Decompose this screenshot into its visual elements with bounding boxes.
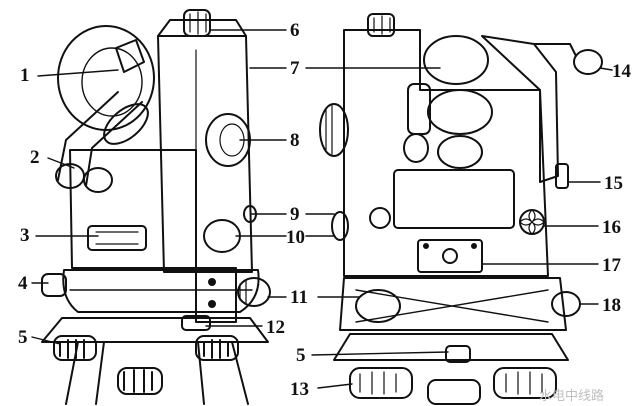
right-foot-screw	[493, 367, 557, 399]
right-base-plate	[333, 333, 569, 361]
telescope-eyepiece	[57, 91, 143, 187]
callout-11: 11	[290, 287, 308, 308]
left-theodolite	[41, 9, 271, 405]
right-clamp-knob	[331, 211, 349, 241]
left-foot-screw-ridges	[59, 339, 229, 393]
right-focus-collar	[407, 83, 431, 135]
right-top-knob	[367, 13, 395, 37]
vertical-circle-housing	[57, 25, 155, 131]
leader-lines	[31, 29, 613, 389]
eyepiece-knob	[83, 167, 113, 193]
callout-18: 18	[602, 295, 621, 316]
left-lower-column	[195, 267, 237, 323]
left-foot-screw	[53, 335, 97, 361]
callout-2: 2	[30, 147, 40, 168]
sighting-ring	[573, 49, 603, 75]
left-foot-screw	[117, 367, 163, 395]
reading-mirror	[115, 39, 145, 73]
sighting-bracket	[533, 43, 577, 57]
right-tribrach	[339, 277, 567, 331]
callout-15: 15	[604, 173, 623, 194]
callout-9: 9	[290, 204, 300, 225]
right-eyepiece-stack	[427, 89, 493, 135]
callout-13: 13	[290, 379, 309, 400]
callout-17: 17	[602, 255, 621, 276]
top-collimator-knob	[183, 9, 211, 37]
callout-8: 8	[290, 130, 300, 151]
leader-5	[31, 336, 61, 345]
leader-13	[317, 383, 353, 389]
callout-5-right: 5	[296, 345, 306, 366]
leader-2	[47, 157, 75, 169]
plate-level	[87, 225, 147, 251]
leader-5-right	[311, 351, 449, 356]
right-foot-screw	[349, 367, 413, 399]
leader-14	[599, 67, 613, 71]
watermark-text: 水电中线路	[538, 389, 604, 404]
right-side-knob	[319, 103, 349, 157]
callout-1: 1	[20, 65, 30, 86]
optical-plummet-ring	[551, 291, 581, 317]
right-objective-housing	[423, 35, 489, 85]
callout-12: 12	[266, 317, 285, 338]
callout-14: 14	[612, 61, 631, 82]
callout-5: 5	[18, 327, 28, 348]
left-tripod-legs	[65, 341, 249, 405]
horizontal-tangent-screw	[237, 277, 271, 307]
callout-7: 7	[290, 58, 300, 79]
right-leveling-screw	[355, 289, 401, 323]
left-base-plate	[41, 317, 269, 343]
left-standard-tower	[157, 35, 253, 273]
left-foot-screw	[195, 335, 239, 361]
right-clamp-lever	[555, 163, 569, 189]
name-plate	[417, 239, 483, 273]
right-foot-screw	[427, 379, 481, 405]
right-telescope-standard	[481, 35, 559, 183]
leader-1	[37, 69, 119, 77]
callout-16: 16	[602, 217, 621, 238]
right-inner-window	[393, 169, 515, 229]
left-tribrach	[62, 269, 260, 313]
right-eyepiece-knob	[403, 133, 429, 163]
callout-3: 3	[20, 225, 30, 246]
focusing-ring	[103, 103, 149, 145]
right-theodolite	[319, 13, 603, 405]
right-eyepiece	[437, 135, 483, 169]
callout-6: 6	[290, 20, 300, 41]
callout-4: 4	[18, 273, 28, 294]
horizontal-clamp-knob	[41, 273, 67, 297]
right-center-screw	[445, 345, 471, 363]
callout-10: 10	[286, 227, 305, 248]
reversing-knob	[203, 219, 241, 253]
right-reference-circle	[369, 207, 391, 229]
